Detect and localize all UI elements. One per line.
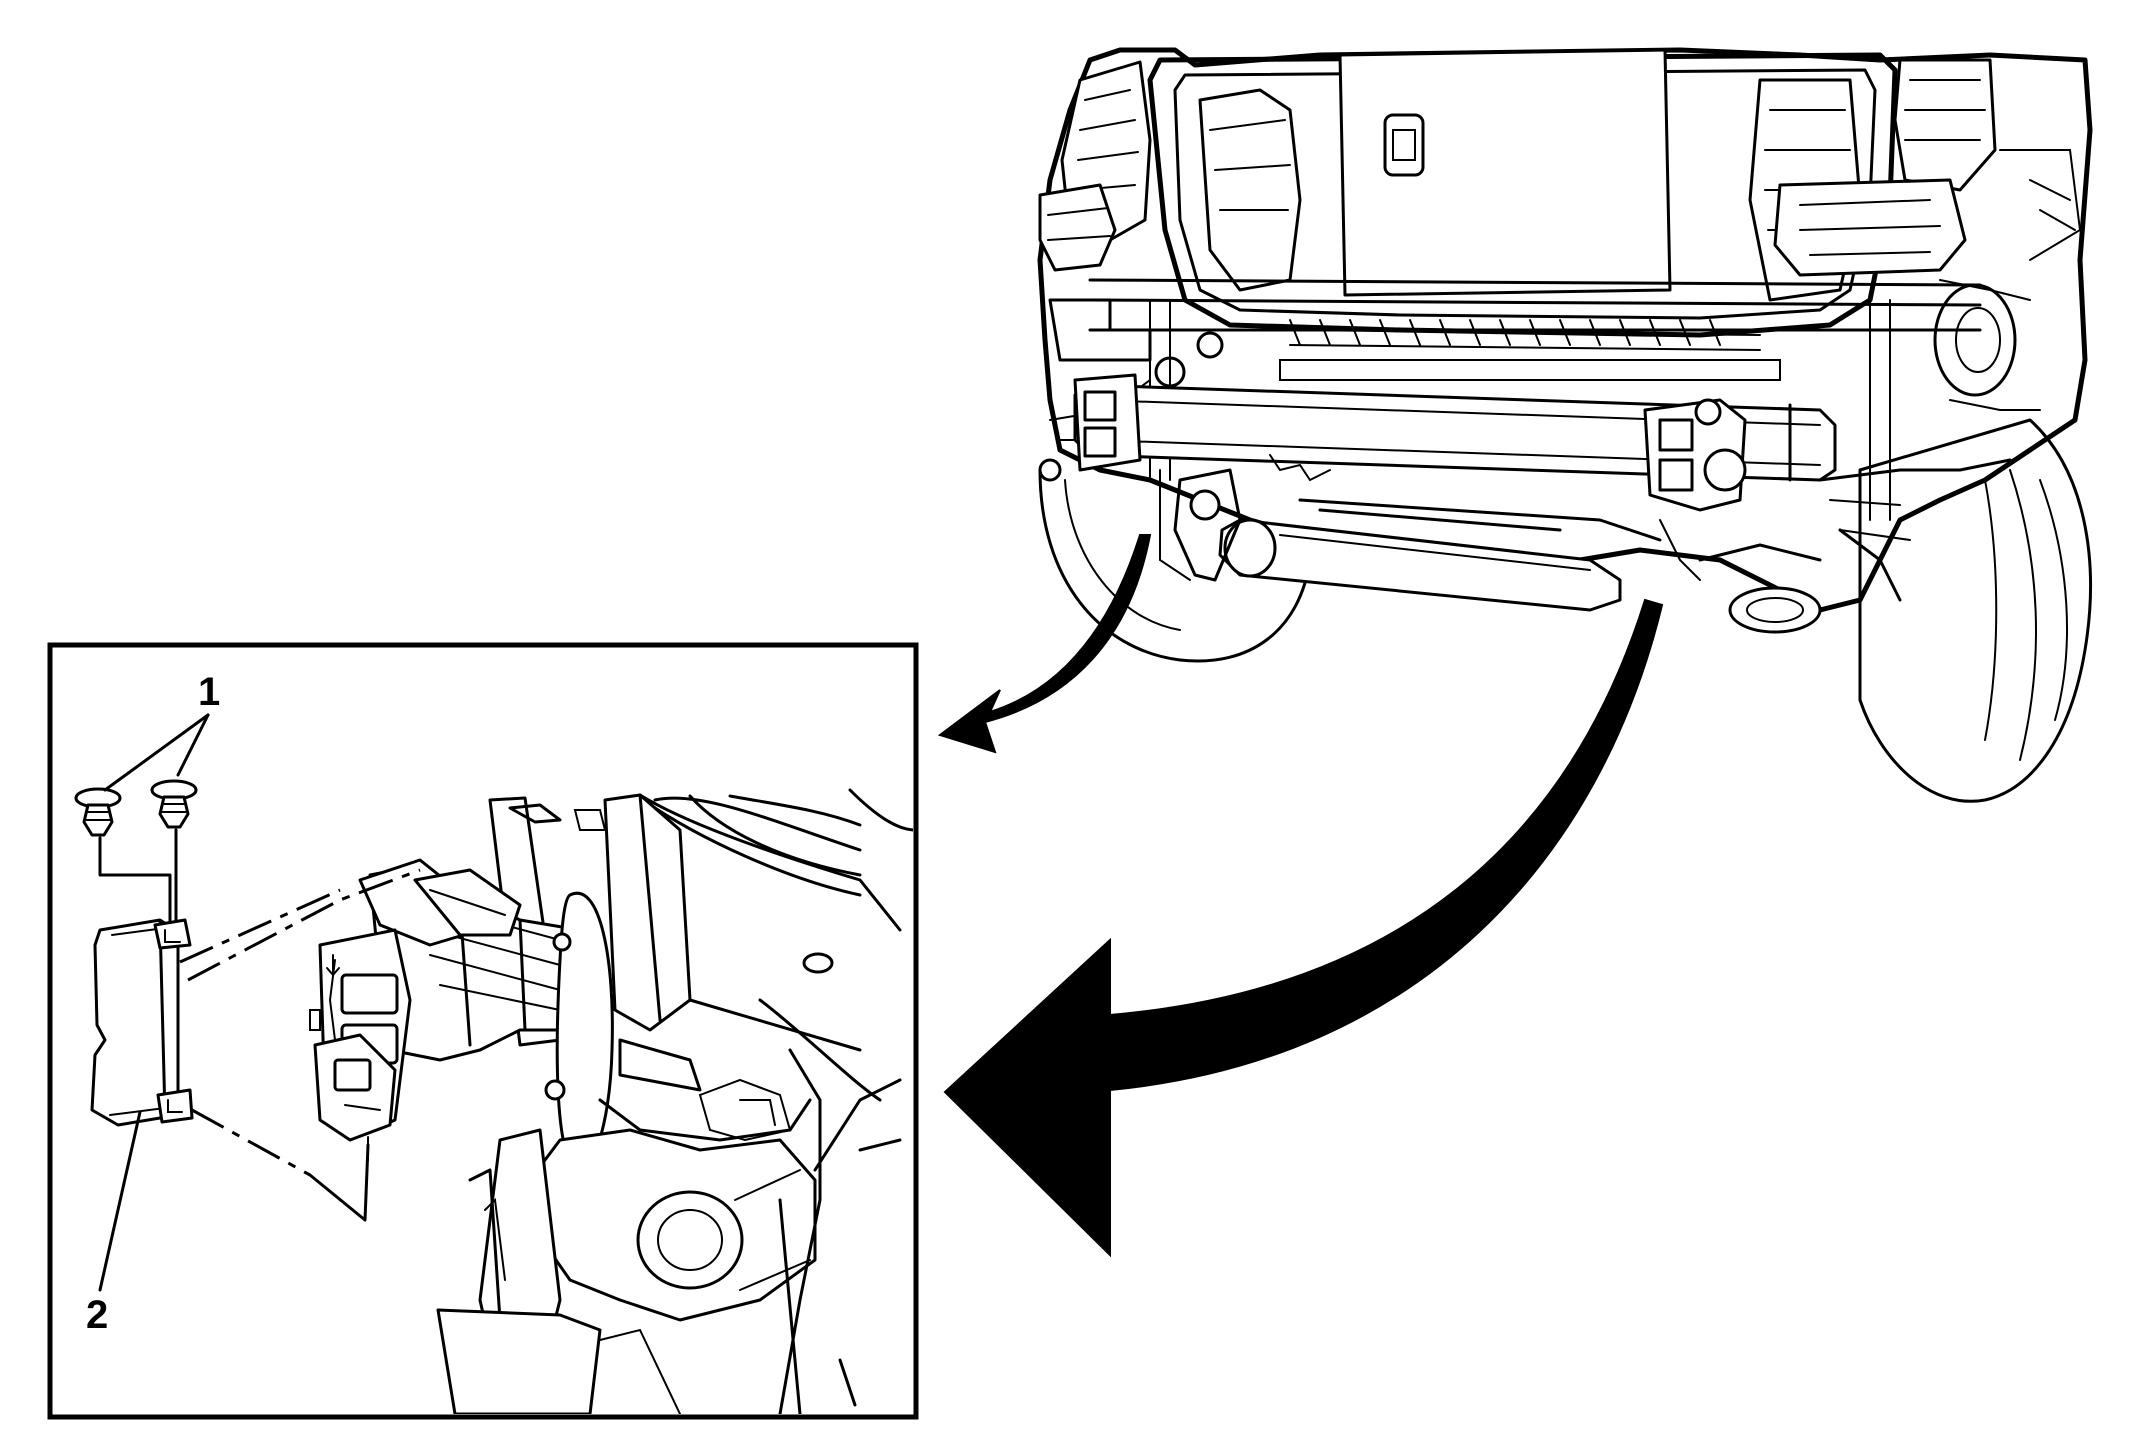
vehicle-rear-overview — [1037, 47, 2093, 803]
callout-2-label: 2 — [86, 1293, 108, 1337]
callout-1-label: 1 — [198, 670, 220, 714]
detail-inset: 1 2 — [47, 642, 919, 1420]
detail-pointer-arrows — [937, 534, 1664, 1258]
bumper-bracket — [90, 918, 194, 1127]
push-pin-retainer-2 — [150, 779, 198, 829]
right-wheel — [1858, 418, 2092, 803]
push-pin-retainer-1 — [74, 787, 122, 837]
large-pointer-arrow — [943, 598, 1664, 1258]
small-pointer-arrow — [937, 534, 1152, 754]
exhaust-muffler — [1218, 518, 1622, 612]
